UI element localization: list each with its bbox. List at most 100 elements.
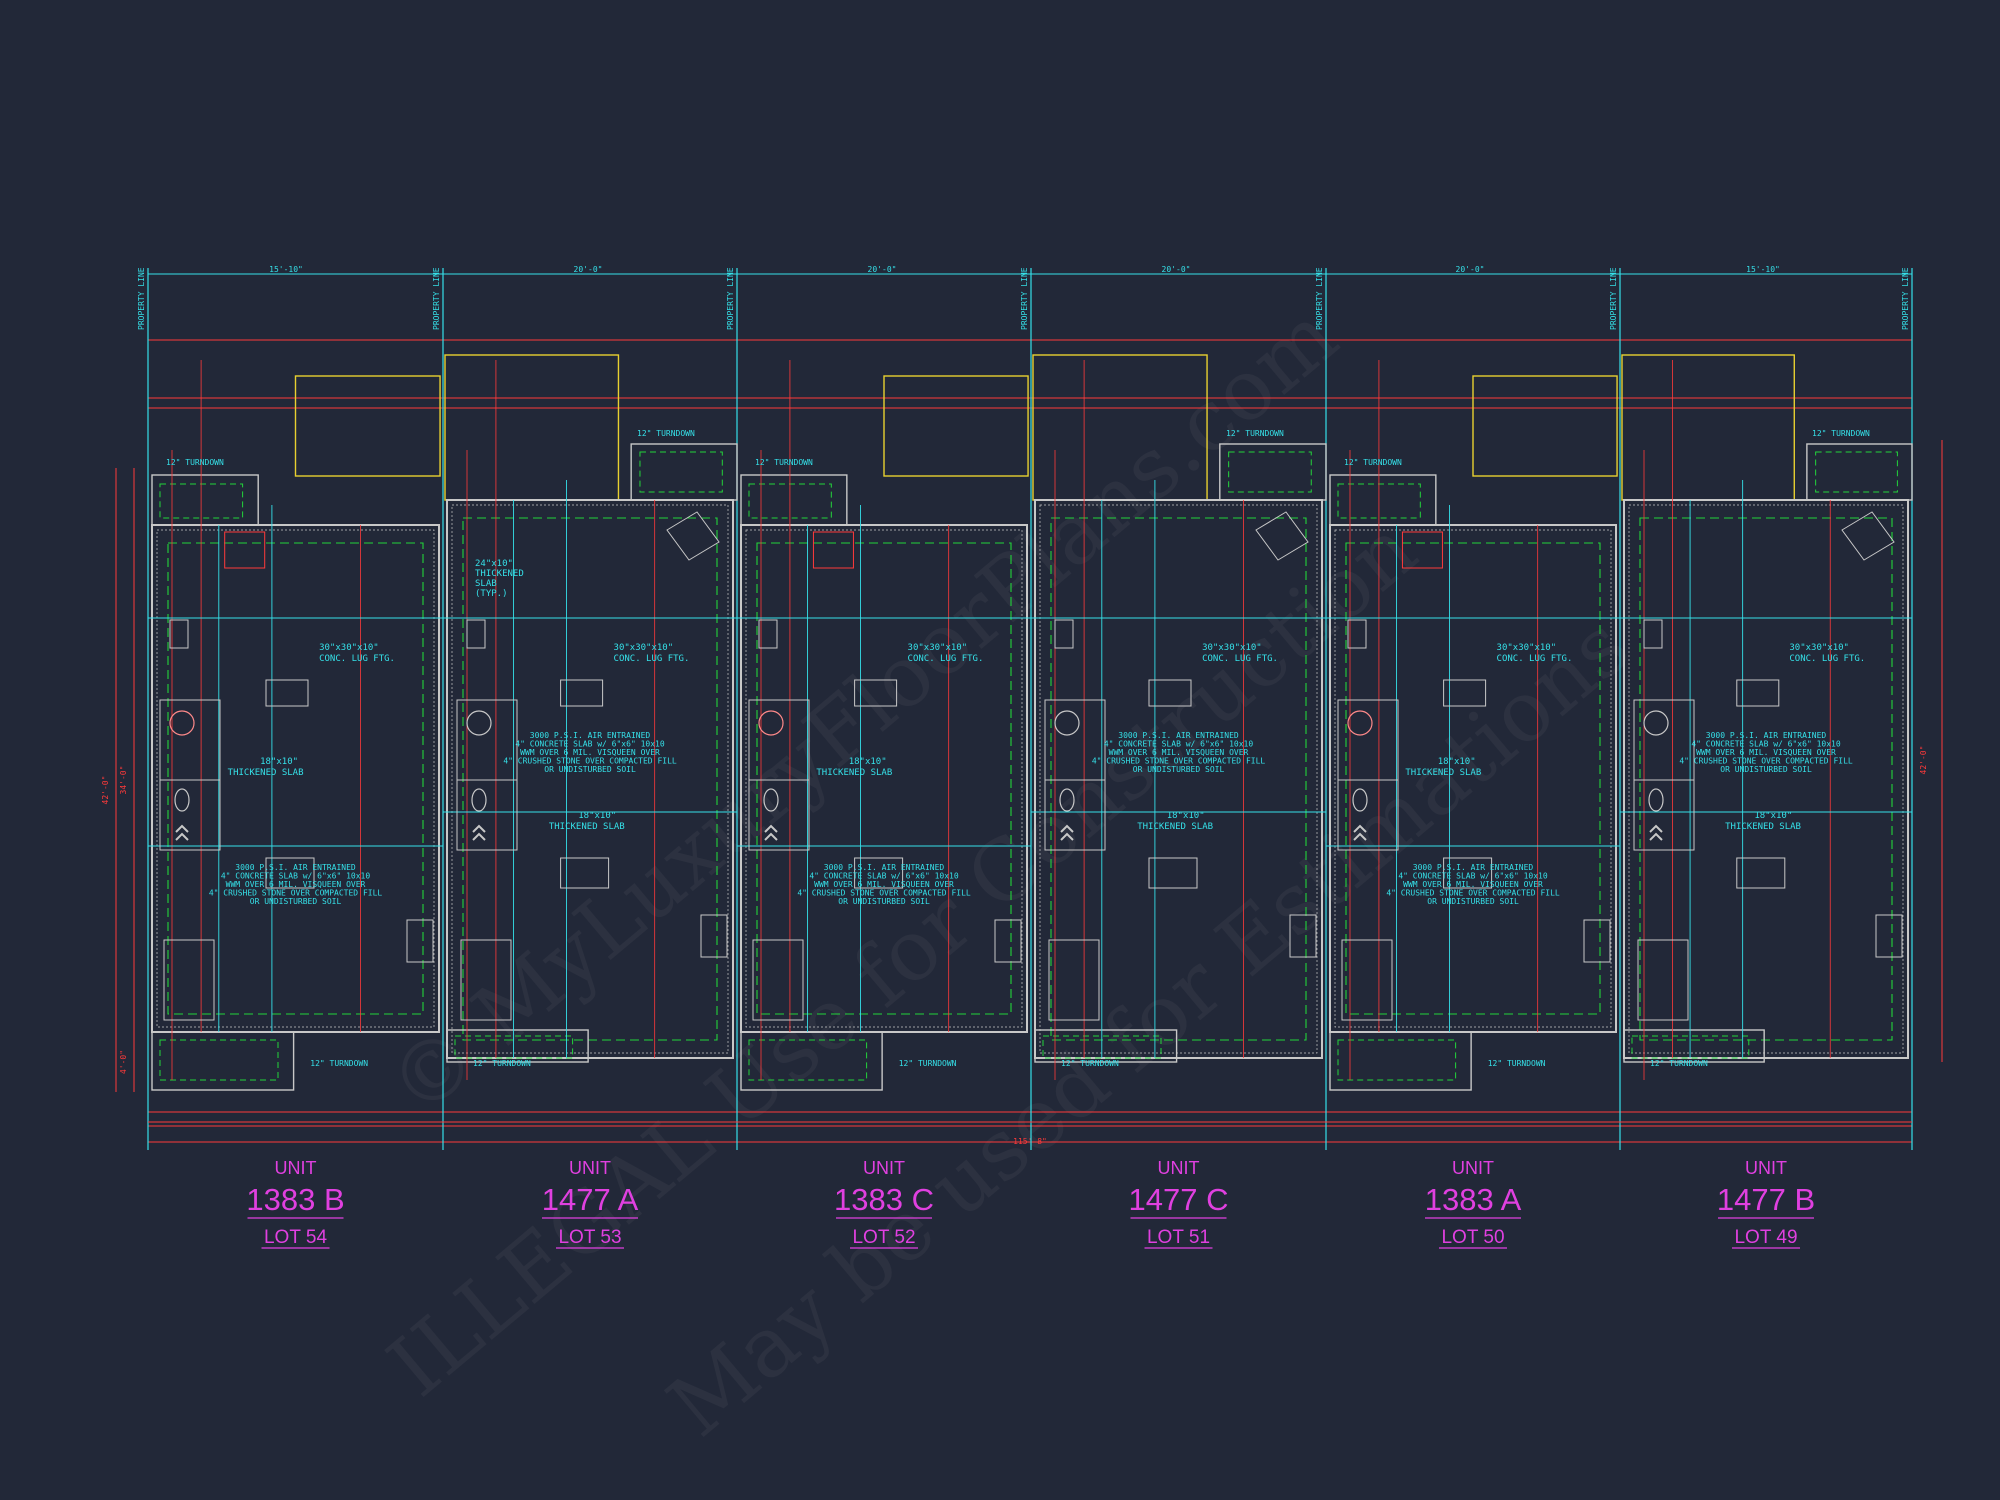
fireplace-icon (1255, 511, 1309, 561)
thickened-slab-note: THICKENED SLAB (816, 768, 892, 778)
unit-word-label: UNIT (1158, 1158, 1200, 1178)
bath-core (1633, 699, 1695, 851)
stair-closet (460, 939, 512, 1021)
lug-footing-note: CONC. LUG FTG. (614, 654, 690, 664)
range-icon (700, 914, 728, 958)
stair-arrow-icon (1353, 824, 1367, 841)
hvac-unit-icon (1347, 619, 1367, 649)
range-icon (994, 919, 1022, 963)
slab-spec-note: OR UNDISTURBED SOIL (1133, 765, 1225, 774)
bath-core (1044, 699, 1106, 851)
lug-footing (854, 679, 898, 707)
thickened-slab-note: 18"x10" (1167, 811, 1205, 821)
unit-lot-label: LOT 50 (1441, 1227, 1504, 1248)
lug-footing-note: CONC. LUG FTG. (1202, 654, 1278, 664)
unit-word-label: UNIT (569, 1158, 611, 1178)
turndown-note: 12" TURNDOWN (166, 458, 224, 467)
lug-footing-note: 30"x30"x10" (1202, 643, 1262, 653)
thickened-slab-note: THICKENED SLAB (1137, 822, 1213, 832)
property-line-label: PROPERTY LINE (726, 267, 735, 330)
water-heater-icon (1054, 710, 1080, 736)
range-icon (1875, 914, 1903, 958)
unit-number-label: 1383 C (834, 1182, 934, 1217)
lug-footing-note: CONC. LUG FTG. (1497, 654, 1573, 664)
thickened-slab-note: THICKENED SLAB (549, 822, 625, 832)
kitchen-sink-icon (1148, 857, 1198, 889)
interior-wall-line (745, 529, 1023, 1028)
exterior-wall (1034, 499, 1323, 1059)
thickened-slab-note: THICKENED SLAB (228, 768, 304, 778)
slab-spec-note: 3000 P.S.I. AIR ENTRAINED (530, 731, 651, 740)
slab-spec-note: 4" CONCRETE SLAB w/ 6"x6" 10x10 (809, 872, 958, 881)
unit-word-label: UNIT (275, 1158, 317, 1178)
property-line-label: PROPERTY LINE (1020, 267, 1029, 330)
typ-slab-note: SLAB (475, 579, 497, 589)
stair-arrow-icon (1060, 824, 1074, 841)
turndown-note-rear: 12" TURNDOWN (310, 1059, 368, 1068)
lug-footing (1736, 679, 1780, 707)
slab-spec-note: 4" CRUSHED STONE OVER COMPACTED FILL (1092, 757, 1266, 766)
slab-spec-note: WWM OVER 6 MIL. VISQUEEN OVER (1109, 748, 1249, 757)
slab-spec-note: 4" CRUSHED STONE OVER COMPACTED FILL (797, 889, 971, 898)
toilet-icon (1648, 788, 1664, 812)
rear-stoop (1329, 1031, 1472, 1091)
slab-spec-note: 4" CONCRETE SLAB w/ 6"x6" 10x10 (1398, 872, 1547, 881)
lug-footing-note: CONC. LUG FTG. (319, 654, 395, 664)
turndown-note-rear: 12" TURNDOWN (1061, 1059, 1119, 1068)
turndown-note-rear: 12" TURNDOWN (899, 1059, 957, 1068)
turndown-note-rear: 12" TURNDOWN (473, 1059, 531, 1068)
typ-slab-note: THICKENED (475, 569, 524, 579)
hvac-unit-icon (466, 619, 486, 649)
property-line-label: PROPERTY LINE (137, 267, 146, 330)
property-line-label: PROPERTY LINE (1315, 267, 1324, 330)
slab-spec-note: 3000 P.S.I. AIR ENTRAINED (824, 863, 945, 872)
slab-spec-note: OR UNDISTURBED SOIL (250, 897, 342, 906)
slab-spec-note: WWM OVER 6 MIL. VISQUEEN OVER (814, 880, 954, 889)
water-heater-icon (169, 710, 195, 736)
hvac-unit-icon (169, 619, 189, 649)
stair-closet (1048, 939, 1100, 1021)
unit-number-label: 1383 B (246, 1182, 344, 1217)
rear-footing (1337, 1039, 1457, 1081)
fireplace-box (224, 531, 266, 569)
range-icon (1289, 914, 1317, 958)
porch-outline (883, 375, 1029, 477)
slab-spec-note: OR UNDISTURBED SOIL (838, 897, 930, 906)
top-dim-6: 15'-10" (1746, 265, 1780, 274)
toilet-icon (763, 788, 779, 812)
bath-core (748, 699, 810, 851)
top-dim-5: 20'-0" (1456, 265, 1485, 274)
slab-spec-note: 4" CRUSHED STONE OVER COMPACTED FILL (209, 889, 383, 898)
bath-core (456, 699, 518, 851)
slab-spec-note: WWM OVER 6 MIL. VISQUEEN OVER (1696, 748, 1836, 757)
interior-wall-line (1334, 529, 1612, 1028)
range-icon (1583, 919, 1611, 963)
turndown-note-rear: 12" TURNDOWN (1488, 1059, 1546, 1068)
rear-footing (159, 1039, 279, 1081)
stair-closet (163, 939, 215, 1021)
slab-spec-note: WWM OVER 6 MIL. VISQUEEN OVER (226, 880, 366, 889)
thickened-slab-note: 18"x10" (1754, 811, 1792, 821)
porch-outline (294, 375, 441, 477)
lug-footing (1443, 679, 1487, 707)
unit-word-label: UNIT (1452, 1158, 1494, 1178)
thickened-slab-note: THICKENED SLAB (1725, 822, 1801, 832)
turndown-note: 12" TURNDOWN (1812, 429, 1870, 438)
slab-spec-note: OR UNDISTURBED SOIL (544, 765, 636, 774)
kitchen-sink-icon (1736, 857, 1786, 889)
unit-lot-label: LOT 49 (1734, 1227, 1797, 1248)
stair-closet (1637, 939, 1689, 1021)
left-depth-dim-2: 34'-0" (119, 766, 128, 795)
water-heater-icon (1347, 710, 1373, 736)
top-dim-4: 20'-0" (1162, 265, 1191, 274)
stair-closet (752, 939, 804, 1021)
slab-spec-note: 4" CRUSHED STONE OVER COMPACTED FILL (1386, 889, 1560, 898)
perimeter-footing (1345, 542, 1601, 1015)
perimeter-footing (1050, 517, 1307, 1041)
exterior-wall (446, 499, 734, 1059)
hvac-unit-icon (1054, 619, 1074, 649)
